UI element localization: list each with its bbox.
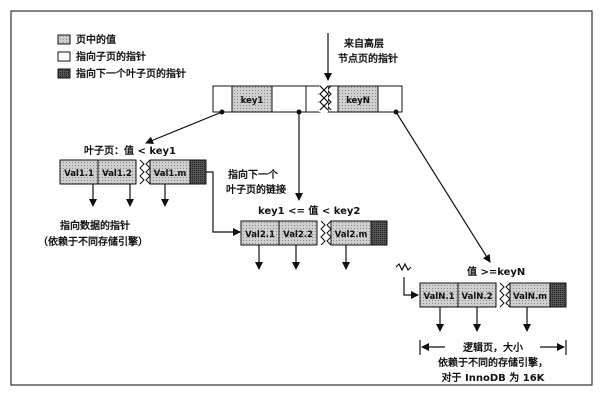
leaf-page-2: Val2.1 Val2.2 Val2.m bbox=[240, 220, 388, 246]
leafN-cell-3: ValN.m bbox=[513, 292, 547, 302]
leaf2-caption: key1 <= 值 < key2 bbox=[258, 204, 360, 217]
leafN-caption: 值 >=keyN bbox=[467, 265, 525, 278]
leaf2-cell-1: Val2.1 bbox=[245, 230, 275, 240]
break-mark bbox=[395, 262, 412, 272]
leaf1-cell-1: Val1.1 bbox=[64, 169, 94, 179]
data-ptr-note-line1: 指向数据的指针 bbox=[60, 219, 130, 232]
arrow-root-to-leaf1 bbox=[145, 111, 223, 145]
leaf1-cell-2: Val1.2 bbox=[102, 169, 132, 179]
leaf1-data-pointers bbox=[89, 184, 169, 207]
leaf2-cell-3: Val2.m bbox=[335, 230, 368, 240]
legend-next-leaf-swatch bbox=[57, 68, 71, 79]
root-node: key1 keyN bbox=[212, 85, 403, 113]
leaf-page-N: ValN.1 ValN.2 ValN.m bbox=[419, 282, 567, 308]
legend-child-ptr-swatch bbox=[57, 51, 71, 62]
legend: 页中的值 指向子页的指针 指向下一个叶子页的指针 bbox=[57, 33, 186, 80]
page-size-note-line2: 依赖于不同的存储引擎， bbox=[438, 356, 548, 369]
leaf1-cell-3: Val1.m bbox=[154, 169, 187, 179]
leafN-cell-1: ValN.1 bbox=[423, 292, 454, 302]
legend-next-leaf-label: 指向下一个叶子页的指针 bbox=[76, 67, 186, 80]
root-hint-line2: 节点页的指针 bbox=[338, 52, 398, 65]
root-key1: key1 bbox=[241, 96, 264, 106]
leaf-page-1: Val1.1 Val1.2 Val1.m bbox=[59, 159, 207, 185]
legend-child-ptr-label: 指向子页的指针 bbox=[76, 50, 146, 63]
leaf1-caption: 叶子页：值 < key1 bbox=[84, 144, 176, 157]
legend-value-label: 页中的值 bbox=[76, 33, 116, 46]
diagram-frame bbox=[10, 10, 593, 386]
data-ptr-note-line2: （依赖于不同存储引擎） bbox=[38, 235, 148, 248]
root-keyN: keyN bbox=[346, 96, 370, 106]
page-size-note-line1: 逻辑页，大小 bbox=[463, 341, 523, 354]
leaf2-cell-2: Val2.2 bbox=[283, 230, 313, 240]
next-leaf-note-line1: 指向下一个 bbox=[228, 168, 279, 181]
leafN-cell-2: ValN.2 bbox=[461, 292, 492, 302]
page-size-note-line3: 对于 InnoDB 为 16K bbox=[442, 371, 546, 384]
link-to-leafN bbox=[403, 277, 419, 299]
leafN-data-pointers bbox=[436, 307, 531, 332]
root-hint-line1: 来自高层 bbox=[343, 37, 384, 50]
leaf2-data-pointers bbox=[255, 245, 350, 270]
next-leaf-note-line2: 叶子页的链接 bbox=[226, 183, 286, 196]
arrow-root-to-leafN bbox=[395, 111, 491, 263]
link-leaf1-to-leaf2 bbox=[206, 171, 241, 236]
legend-value-swatch bbox=[57, 34, 71, 45]
